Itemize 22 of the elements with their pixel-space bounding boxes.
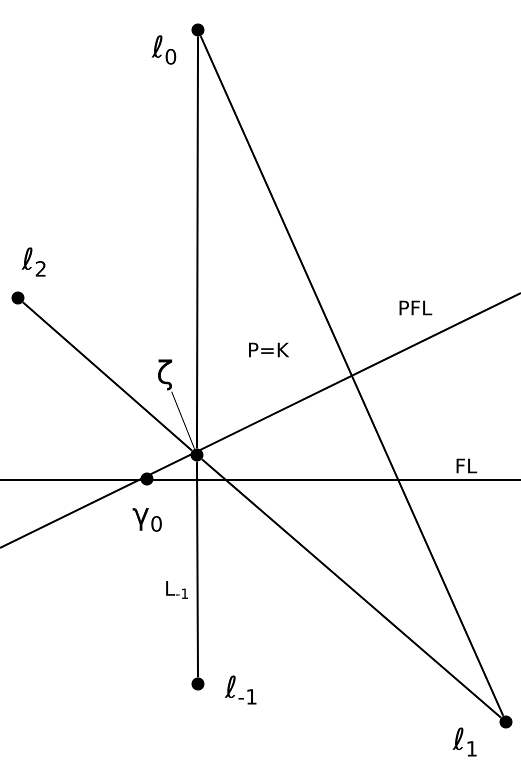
point-dot [12,292,24,304]
point-dot [190,448,204,462]
line-label: L$_{-1}$ [166,581,188,599]
line [196,36,199,448]
line [196,462,199,678]
line-label: PFL [400,300,432,316]
line [200,36,504,716]
line-label: P=K [249,342,290,358]
point-label: ℓ$_{0}$ [151,35,176,65]
point-label: ℓ$_{1}$ [452,728,477,756]
point-dot [192,678,204,690]
line [22,302,193,452]
greek-label: ζ [158,360,172,390]
line [201,458,502,718]
point-dot [192,24,204,36]
leader-line [171,391,195,450]
point-label: γ$_{0}$ [132,508,162,532]
point-label: ℓ$_{2}$ [21,247,46,277]
line-label: FL [456,458,478,474]
point-dot [500,716,512,728]
point-dot [140,472,154,486]
point-label: ℓ$_{-1}$ [224,676,256,704]
